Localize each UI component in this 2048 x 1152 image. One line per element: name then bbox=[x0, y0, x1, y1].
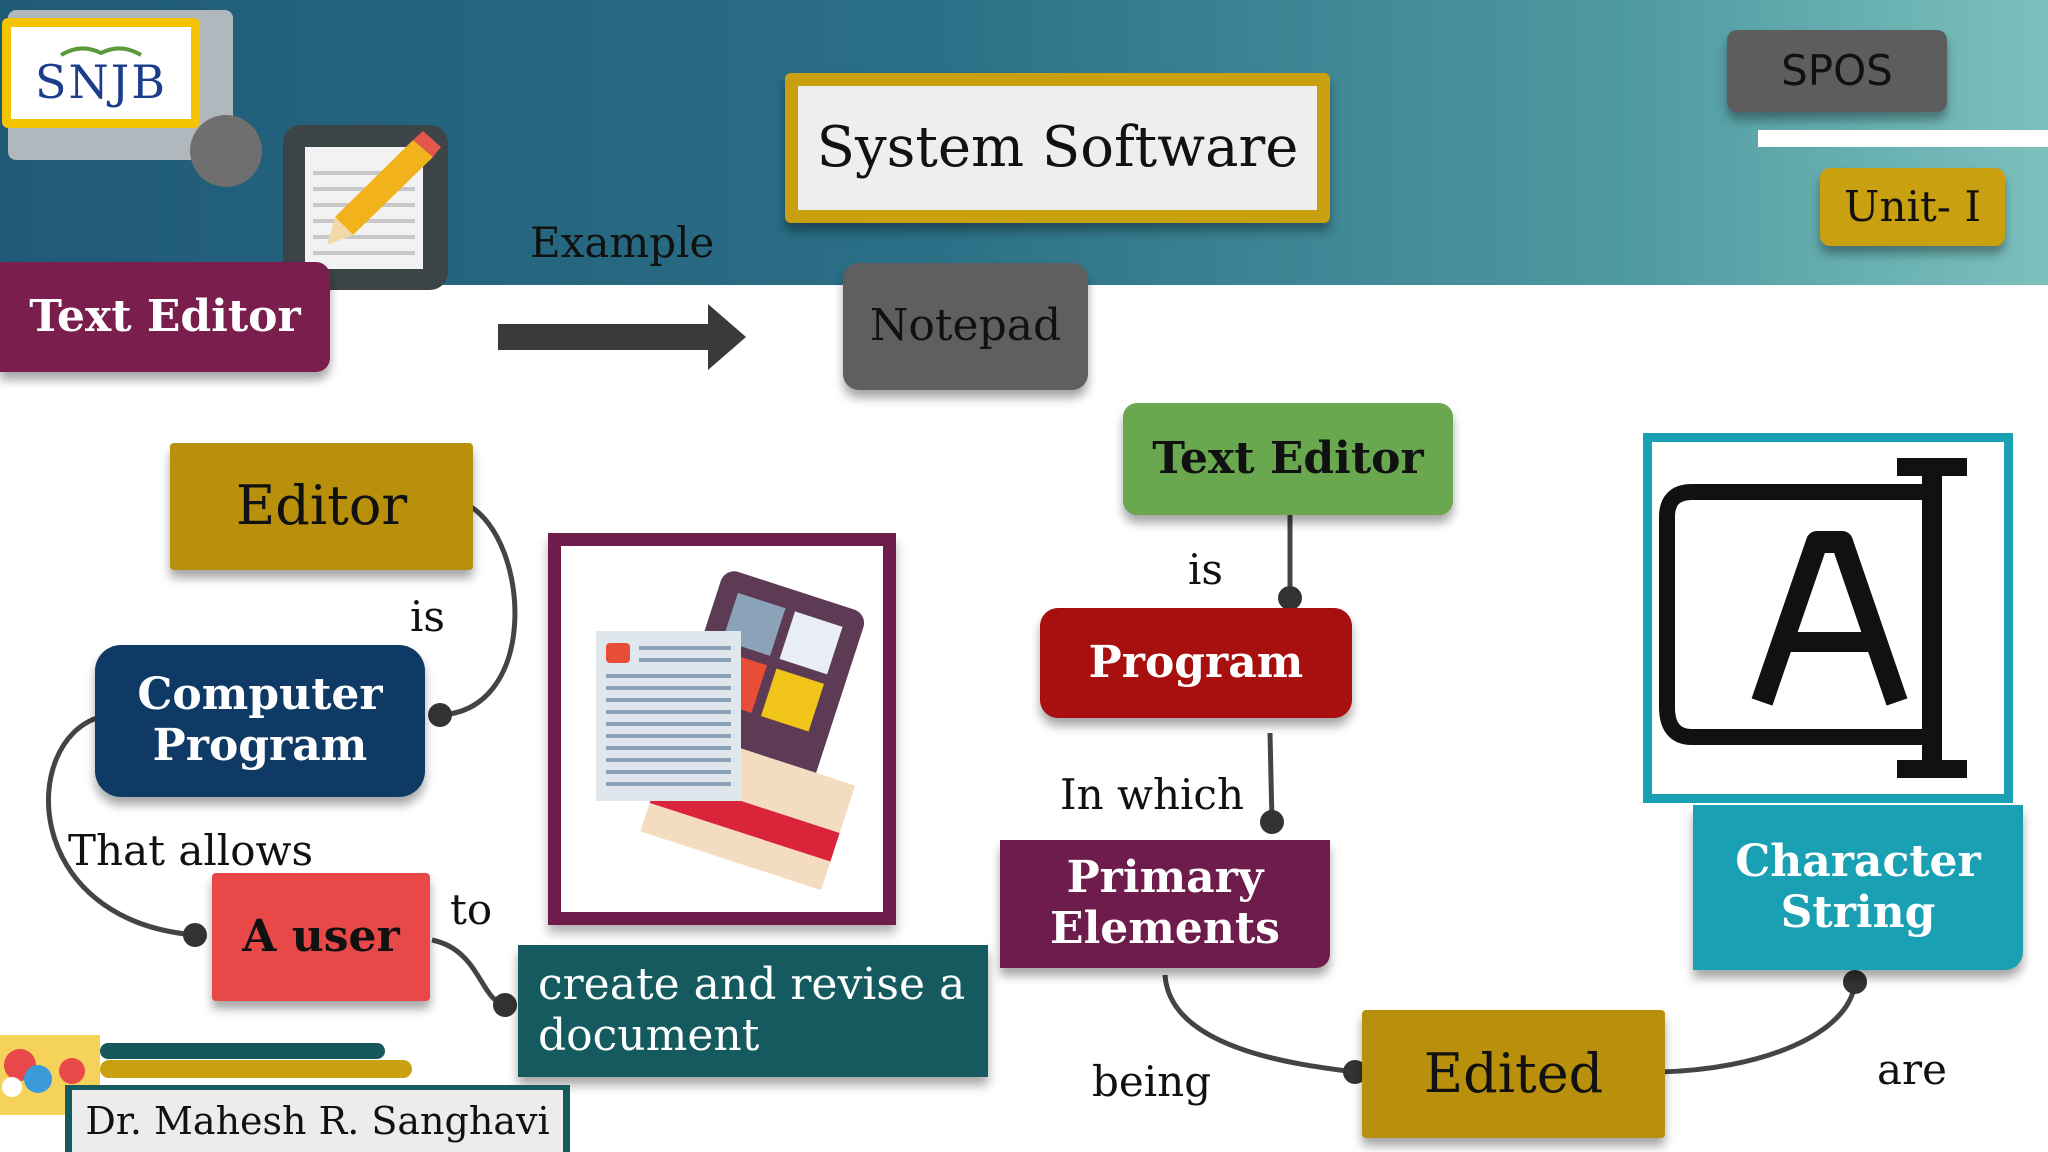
connector-dot bbox=[1260, 810, 1284, 834]
edited-box: Edited bbox=[1362, 1010, 1665, 1138]
footer-bar-gold bbox=[100, 1060, 412, 1078]
notepad-box: Notepad bbox=[843, 263, 1088, 390]
connector-dot bbox=[183, 923, 207, 947]
title-box: System Software bbox=[785, 73, 1330, 223]
computer-program-box: Computer Program bbox=[95, 645, 425, 797]
connector-dot bbox=[1843, 970, 1867, 994]
divider bbox=[1758, 130, 2048, 147]
connector-dot bbox=[493, 993, 517, 1017]
connector-dot bbox=[1278, 586, 1302, 610]
footer-bar-teal bbox=[100, 1043, 385, 1059]
are-label: are bbox=[1877, 1045, 1947, 1094]
document-illustration bbox=[548, 533, 896, 925]
program-box: Program bbox=[1040, 608, 1352, 718]
is-label: is bbox=[410, 592, 445, 641]
author-box: Dr. Mahesh R. Sanghavi bbox=[65, 1085, 570, 1152]
subject-badge: SPOS bbox=[1727, 30, 1947, 112]
example-label: Example bbox=[530, 218, 715, 267]
that-allows-label: That allows bbox=[68, 826, 314, 875]
book-icon bbox=[59, 46, 143, 57]
notepad-icon bbox=[283, 125, 448, 290]
unit-badge: Unit- I bbox=[1820, 168, 2005, 246]
connector-dot bbox=[428, 703, 452, 727]
primary-elements-box: Primary Elements bbox=[1000, 840, 1330, 968]
create-revise-box: create and revise a document bbox=[518, 945, 988, 1077]
author-name: Dr. Mahesh R. Sanghavi bbox=[85, 1099, 550, 1143]
page-title: System Software bbox=[816, 114, 1299, 180]
character-string-box: Character String bbox=[1693, 805, 2023, 970]
text-editor-green-box: Text Editor bbox=[1123, 403, 1453, 515]
being-label: being bbox=[1092, 1057, 1212, 1106]
editor-box: Editor bbox=[170, 443, 473, 570]
to-label: to bbox=[450, 885, 493, 934]
a-user-box: A user bbox=[212, 873, 430, 1001]
in-which-label: In which bbox=[1060, 770, 1244, 819]
text-cursor-icon bbox=[1643, 433, 2013, 803]
logo-knob bbox=[190, 115, 262, 187]
text-editor-box: Text Editor bbox=[0, 262, 330, 372]
logo: SNJB bbox=[2, 18, 200, 128]
is-label-right: is bbox=[1188, 545, 1223, 594]
logo-text: SNJB bbox=[34, 55, 167, 109]
arrow-right-icon bbox=[498, 304, 746, 370]
